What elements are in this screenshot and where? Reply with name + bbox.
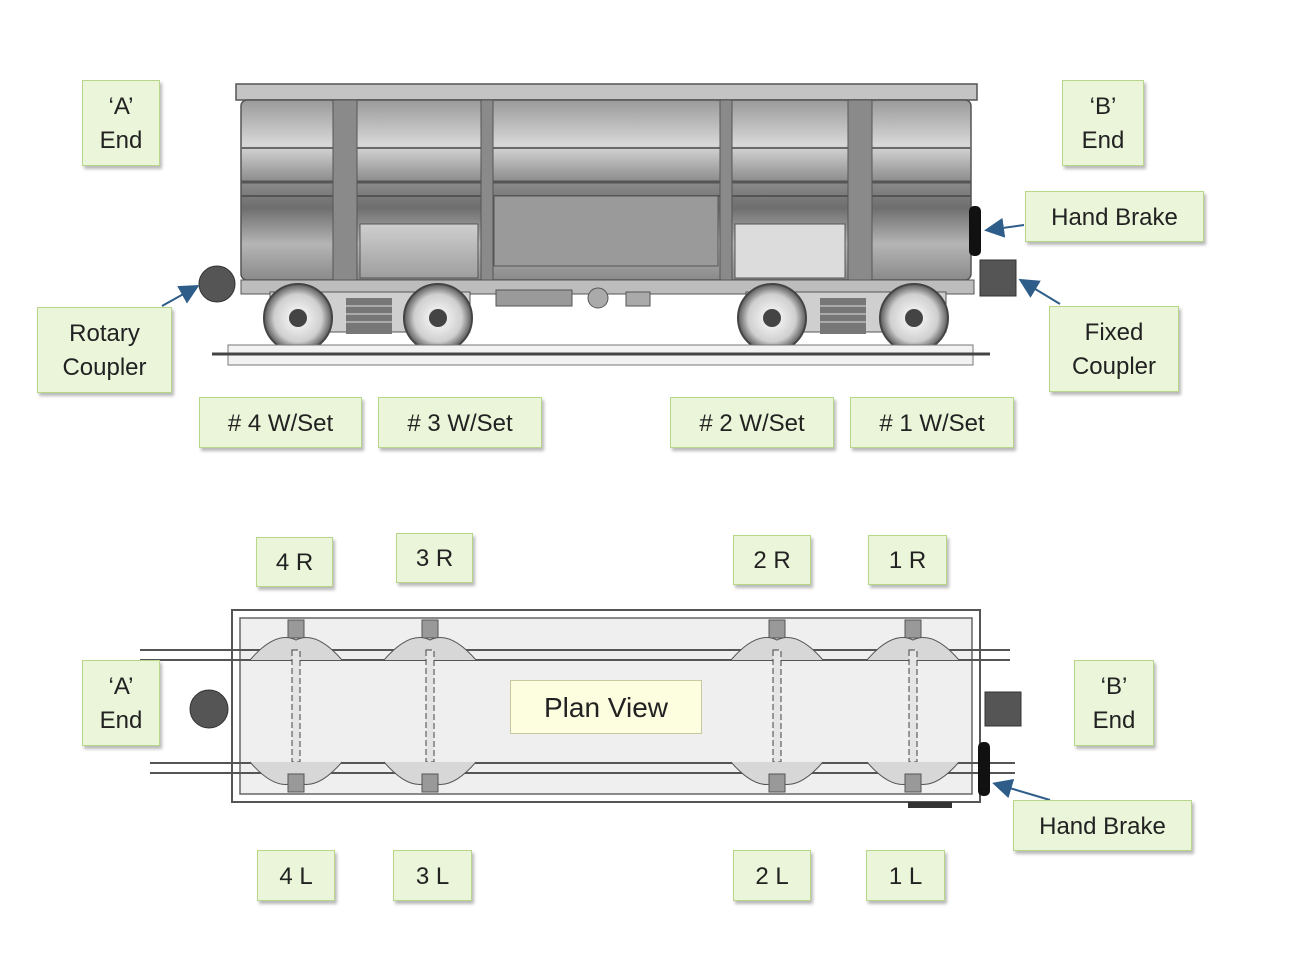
car-post <box>719 99 733 283</box>
plan-wheelset-4 <box>249 619 343 793</box>
a-end-label: ‘A’ End <box>82 80 160 166</box>
side-view-car <box>198 83 1017 366</box>
plan-a-end-label: ‘A’ End <box>82 660 160 746</box>
wheel-2l-label: 2 L <box>733 850 811 901</box>
plan-fixed-coupler <box>984 691 1022 727</box>
car-post <box>847 99 873 283</box>
plan-view-car <box>140 609 1022 808</box>
plan-hand-brake <box>978 742 990 796</box>
plan-hand-brake-label: Hand Brake <box>1013 800 1192 851</box>
plan-b-end-label: ‘B’ End <box>1074 660 1154 746</box>
arrow-hand-brake <box>984 217 1025 238</box>
wheelset-4-label: # 4 W/Set <box>199 397 362 448</box>
wheel-4r-label: 4 R <box>256 537 333 587</box>
hand-brake-label: Hand Brake <box>1025 191 1204 242</box>
wheelset-1-label: # 1 W/Set <box>850 397 1014 448</box>
arrow-plan-hand-brake <box>992 778 1051 801</box>
plan-wheelset-1 <box>866 619 960 793</box>
fixed-coupler-shape <box>979 259 1017 297</box>
plan-rotary-coupler <box>189 689 229 729</box>
arrow-rotary-coupler <box>161 285 200 307</box>
car-roof <box>235 83 978 101</box>
b-end-label: ‘B’ End <box>1062 80 1144 166</box>
car-post <box>332 99 358 283</box>
wheel-2r-label: 2 R <box>733 535 811 585</box>
plan-view-title: Plan View <box>510 680 702 734</box>
wheel-1l-label: 1 L <box>866 850 945 901</box>
fixed-coupler-label: Fixed Coupler <box>1049 306 1179 392</box>
plan-wheelset-3 <box>383 619 477 793</box>
car-panel <box>493 195 719 267</box>
plan-wheelset-2 <box>730 619 824 793</box>
truck-b-end <box>737 283 949 353</box>
car-panel <box>359 223 479 279</box>
wheelset-2-label: # 2 W/Set <box>670 397 834 448</box>
wheel-3l-label: 3 L <box>393 850 472 901</box>
side-hand-brake <box>969 206 981 256</box>
truck-a-end <box>263 283 473 353</box>
rotary-coupler-label: Rotary Coupler <box>37 307 172 393</box>
car-panel <box>734 223 846 279</box>
wheel-3r-label: 3 R <box>396 533 473 583</box>
wheel-4l-label: 4 L <box>257 850 335 901</box>
rotary-coupler-shape <box>198 265 236 303</box>
car-post <box>480 99 494 283</box>
wheelset-3-label: # 3 W/Set <box>378 397 542 448</box>
arrow-fixed-coupler <box>1018 278 1061 305</box>
wheel-1r-label: 1 R <box>868 535 947 585</box>
